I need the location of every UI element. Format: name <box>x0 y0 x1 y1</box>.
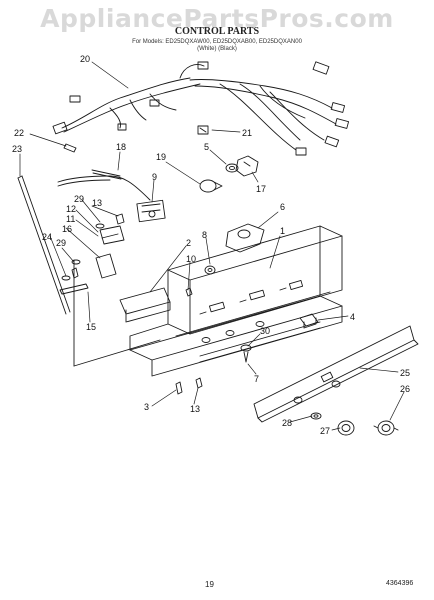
sensor-tube-part <box>57 169 151 201</box>
defrost-timer-part <box>225 223 265 253</box>
callout-29a: 29 <box>74 194 84 204</box>
diagram-title: CONTROL PARTS <box>174 26 260 37</box>
watermark: AppliancePartsPros.com <box>40 4 394 33</box>
callout-16: 16 <box>62 224 72 234</box>
screw-part-3 <box>175 377 203 395</box>
callout-2: 2 <box>186 238 191 248</box>
callout-19: 19 <box>156 152 166 162</box>
light-bulb-part <box>199 179 223 193</box>
callout-18: 18 <box>116 142 126 152</box>
page-number: 19 <box>205 580 214 589</box>
clip-part <box>197 125 209 135</box>
callout-1: 1 <box>280 226 285 236</box>
callout-13a: 13 <box>92 198 102 208</box>
thermostat-part <box>136 199 166 223</box>
callout-20: 20 <box>80 54 90 64</box>
wiring-harness <box>52 61 350 156</box>
callout-28: 28 <box>282 418 292 428</box>
callout-24: 24 <box>42 232 52 242</box>
leader-lines <box>19 61 405 431</box>
callout-22: 22 <box>14 128 24 138</box>
callout-3: 3 <box>144 402 149 412</box>
models-line: For Models: ED25DQXAW00, ED25DQXAB00, ED… <box>132 39 302 45</box>
grommet-part <box>225 163 239 173</box>
control-knob-left <box>337 420 355 436</box>
callout-11: 11 <box>66 214 75 224</box>
housing-bottom-part <box>73 259 161 367</box>
callout-8: 8 <box>202 230 207 240</box>
callout-labels: 20 21 22 23 18 5 17 19 9 6 29 13 12 11 1… <box>12 54 410 436</box>
callout-13b: 13 <box>190 404 200 414</box>
lamp-socket-part <box>235 155 259 177</box>
callout-21: 21 <box>242 128 252 138</box>
callout-6: 6 <box>280 202 285 212</box>
switch-part <box>299 313 319 329</box>
callout-7: 7 <box>254 374 259 384</box>
callout-15: 15 <box>86 322 96 332</box>
washer-part <box>310 412 322 420</box>
callout-29b: 29 <box>56 238 66 248</box>
wire-clip-part <box>63 143 77 153</box>
callout-9: 9 <box>152 172 157 182</box>
callout-10: 10 <box>186 254 196 264</box>
colors-line: (White) (Black) <box>197 46 237 52</box>
control-knob-right <box>373 420 399 436</box>
callout-17: 17 <box>256 184 266 194</box>
callout-26: 26 <box>400 384 410 394</box>
front-trim-part <box>253 325 419 423</box>
callout-27: 27 <box>320 426 330 436</box>
callout-12: 12 <box>66 204 76 214</box>
callout-25: 25 <box>400 368 410 378</box>
callout-23: 23 <box>12 144 22 154</box>
bracket-hardware <box>59 213 125 295</box>
screw-part-30 <box>240 344 252 363</box>
mounting-bracket-part <box>119 287 193 323</box>
callout-5: 5 <box>204 142 209 152</box>
callout-4: 4 <box>350 312 355 322</box>
control-housing-part <box>129 225 343 377</box>
document-number: 4364396 <box>386 580 414 587</box>
callout-30: 30 <box>260 326 270 336</box>
